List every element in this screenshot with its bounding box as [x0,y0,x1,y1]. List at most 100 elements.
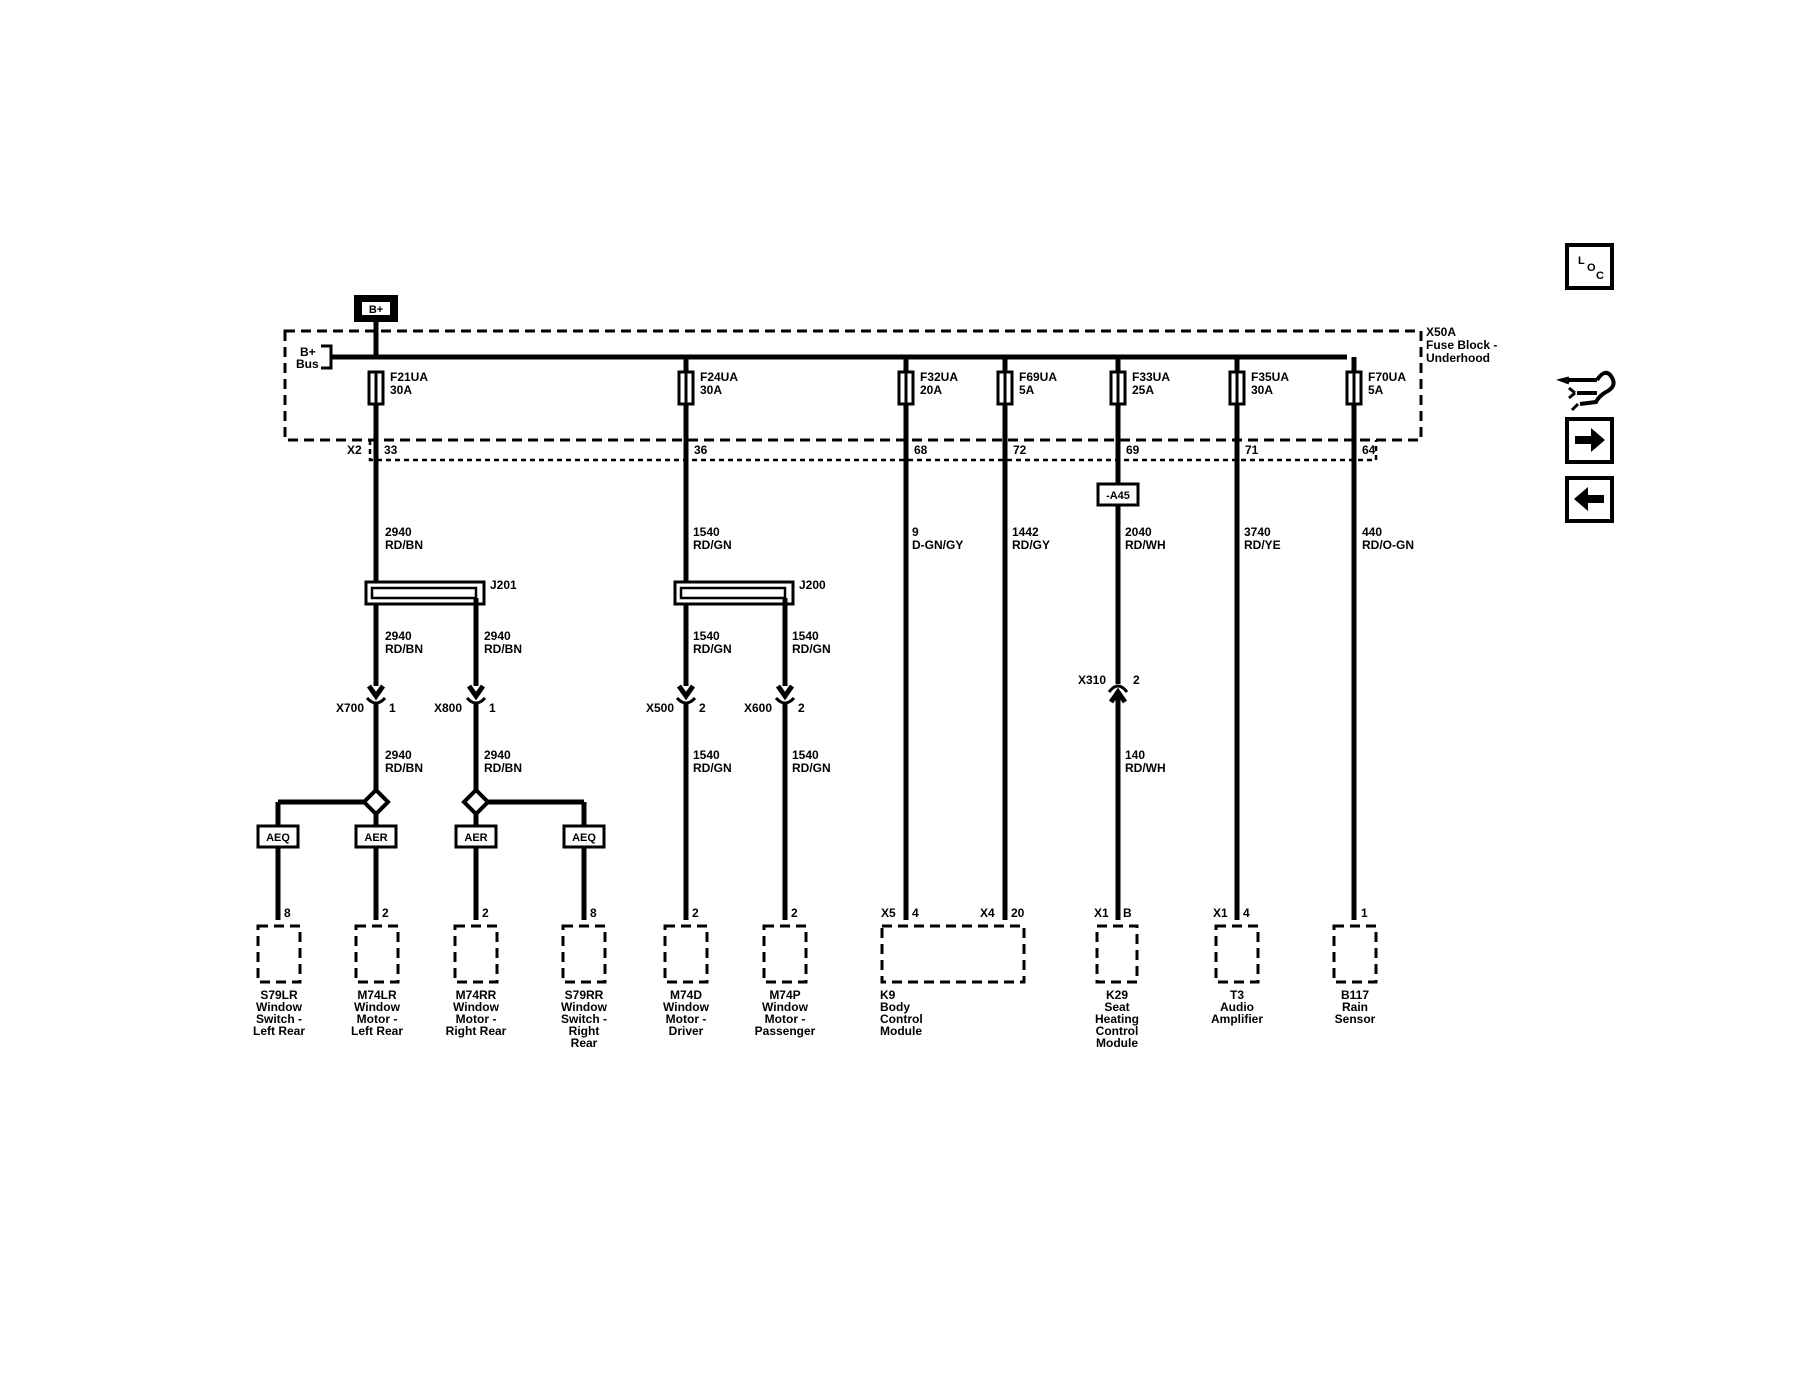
circuit-9: 9 D-GN/GY [903,404,963,920]
connector-pin: 2 [1133,673,1140,687]
component-s79rr[interactable]: 8 S79RR Window Switch - Right Rear [561,906,608,1050]
connector-name: X600 [744,701,772,715]
component-m74lr[interactable]: 2 M74LR Window Motor - Left Rear [351,906,403,1038]
component-desc: Rain [1342,1000,1368,1014]
component-desc: Module [880,1024,922,1038]
loc-letter-c: C [1596,270,1604,282]
circuit-3740: 3740 RD/YE [1234,404,1281,920]
fuse-drops [683,357,1357,372]
fuse-rating: 30A [1251,383,1273,397]
component-desc: Window [256,1000,303,1014]
wire-color: RD/GN [693,538,732,552]
component-desc: Driver [669,1024,704,1038]
component-pin: 2 [692,906,699,920]
wire-color: RD/BN [484,761,522,775]
fuse-rating: 5A [1019,383,1035,397]
component-b117[interactable]: 1 B117 Rain Sensor [1332,906,1378,1026]
component-desc: Right Rear [446,1024,507,1038]
wire-circuit: 3740 [1244,525,1271,539]
splice-label: J201 [490,578,517,592]
component-k29[interactable]: X1 B K29 Seat Heating Control Module [1094,906,1139,1050]
component-desc: Control [1096,1024,1139,1038]
component-desc: Window [453,1000,500,1014]
component-desc: Module [1096,1036,1138,1050]
component-desc: Body [880,1000,910,1014]
circuit-2940: 2940 RD/BN J201 2940 RD/BN 2940 RD/BN X7… [256,404,606,920]
fuse-rating: 20A [920,383,942,397]
component-id: K9 [880,988,896,1002]
component-m74rr[interactable]: 2 M74RR Window Motor - Right Rear [446,906,507,1038]
splice-pack-j201: J201 [364,578,517,606]
component-t3[interactable]: X1 4 T3 Audio Amplifier [1211,906,1263,1026]
component-desc: Switch - [561,1012,607,1026]
fuse-pin: 69 [1126,443,1140,457]
wire-circuit: 9 [912,525,919,539]
component-id: T3 [1230,988,1244,1002]
component-m74d[interactable]: 2 M74D Window Motor - Driver [663,906,710,1038]
component-m74p[interactable]: 2 M74P Window Motor - Passenger [755,906,816,1038]
component-desc: Motor - [666,1012,707,1026]
fuse-name: F33UA [1132,370,1170,384]
option-label: AEQ [572,832,596,844]
fuse-rating: 25A [1132,383,1154,397]
fuse-pin: 68 [914,443,928,457]
fuse-block-connector-outline [368,440,1378,462]
wire-circuit: 140 [1125,748,1145,762]
component-id: S79RR [565,988,604,1002]
wire-circuit: 2940 [484,748,511,762]
circuit-1442: 1442 RD/GY [1002,404,1050,920]
component-id: M74LR [357,988,397,1002]
option-label: -A45 [1106,490,1130,502]
wire-color: RD/BN [385,642,423,656]
wire-circuit: 440 [1362,525,1382,539]
component-pin: 4 [1243,906,1250,920]
inline-connector-x600: X600 2 [744,684,805,715]
component-desc: Window [762,1000,809,1014]
connector-name: X310 [1078,673,1106,687]
wire-color: RD/BN [385,538,423,552]
circuit-2040: -A45 2040 RD/WH X310 2 140 RD/WH [1078,404,1166,920]
component-k9[interactable]: X5 4 X4 20 K9 Body Control Module [880,906,1026,1038]
fuse-block-outline [283,329,1423,442]
component-desc: Sensor [1335,1012,1376,1026]
option-label: AEQ [266,832,290,844]
wiring-harness-icon[interactable] [1555,370,1616,412]
wire-circuit: 1540 [693,748,720,762]
component-desc: Passenger [755,1024,816,1038]
wire-circuit: 2940 [484,629,511,643]
component-desc: Control [880,1012,923,1026]
connector-pin: 2 [699,701,706,715]
fuse-rating: 30A [390,383,412,397]
connector-name: X500 [646,701,674,715]
loc-icon[interactable]: L O C [1565,243,1614,290]
fuse-name: F69UA [1019,370,1057,384]
next-arrow-icon[interactable] [1565,417,1614,464]
component-desc: Motor - [765,1012,806,1026]
component-s79lr[interactable]: 8 S79LR Window Switch - Left Rear [253,906,305,1038]
bus-label-1: B+ [300,345,316,359]
component-connector: X1 [1213,906,1228,920]
circuit-440: 440 RD/O-GN [1351,404,1414,920]
wire-color: RD/GN [693,761,732,775]
wire-circuit: 2940 [385,629,412,643]
component-pin: 1 [1361,906,1368,920]
wire-color: RD/BN [385,761,423,775]
battery-terminal: B+ [354,295,398,322]
fuse-f35ua: F35UA 30A 71 [1228,370,1289,457]
component-desc: Heating [1095,1012,1139,1026]
wire-color: RD/GN [693,642,732,656]
connector-pin: 1 [489,701,496,715]
option-a45: -A45 [1096,482,1140,507]
option-aer-left: AER [354,824,398,849]
wire-circuit: 2940 [385,525,412,539]
component-desc: Window [354,1000,401,1014]
previous-arrow-icon[interactable] [1565,476,1614,523]
inline-connector-x500: X500 2 [646,684,706,715]
wire-circuit: 1442 [1012,525,1039,539]
component-desc: Audio [1220,1000,1254,1014]
fuse-pin: 71 [1245,443,1259,457]
bus-bracket [321,344,333,370]
wire-color: RD/GY [1012,538,1050,552]
component-id: M74P [769,988,800,1002]
